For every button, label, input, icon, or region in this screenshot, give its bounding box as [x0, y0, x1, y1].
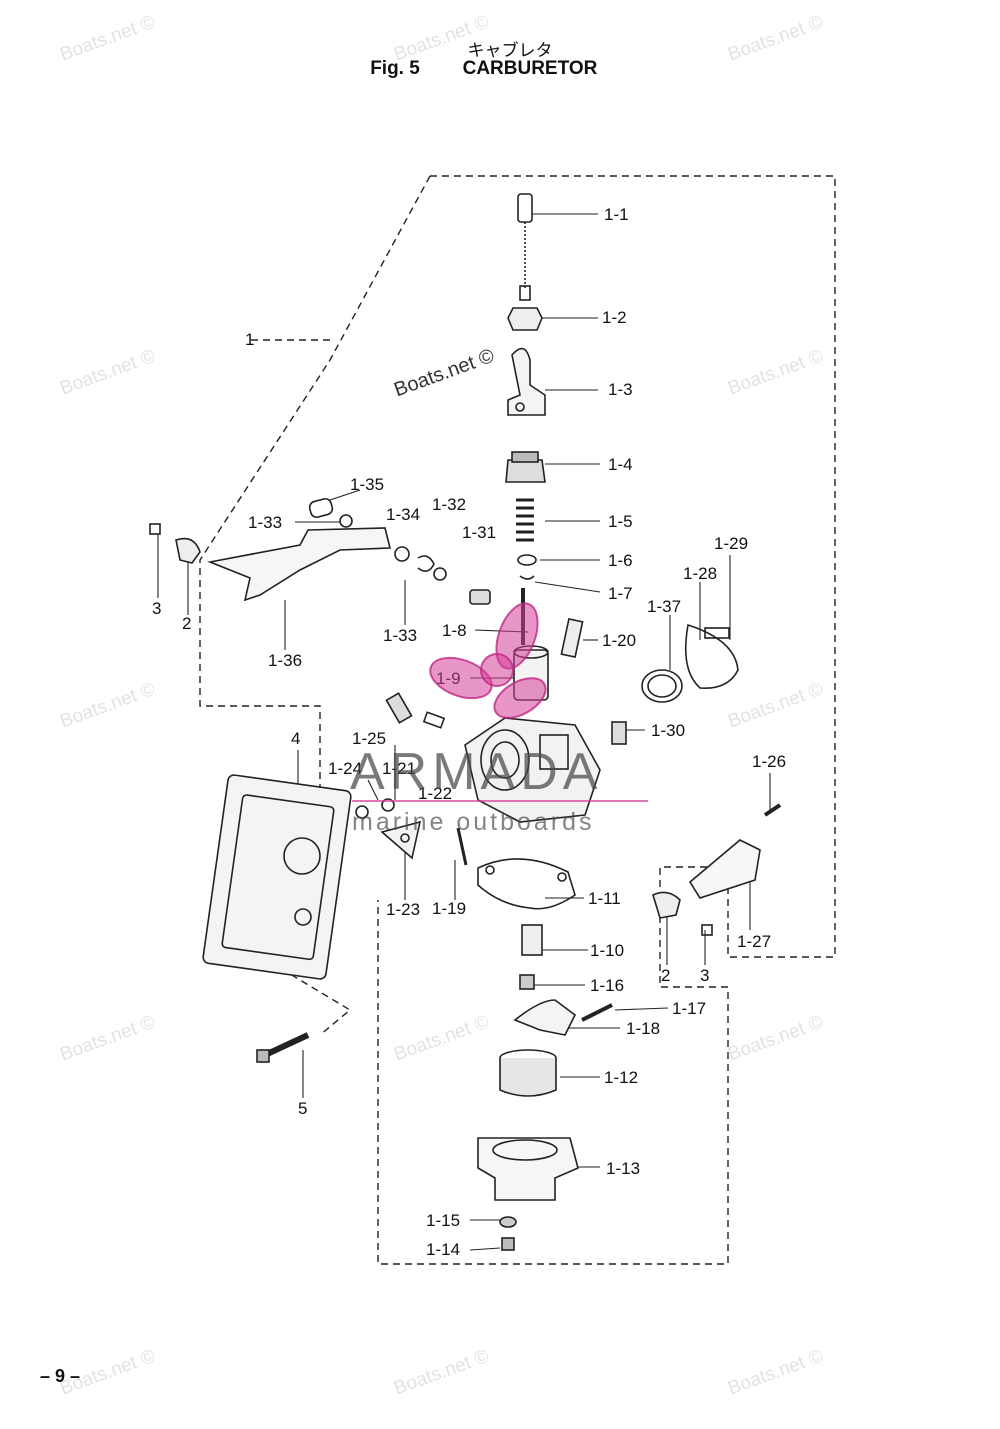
- part-screw-1-31: [469, 589, 491, 605]
- callout-1-32: 1-32: [432, 495, 467, 514]
- callout-1-25: 1-25: [352, 729, 387, 748]
- callout-1-13: 1-13: [606, 1159, 641, 1178]
- callout-1-11: 1-11: [588, 889, 621, 908]
- part-knob-right: [652, 891, 713, 936]
- part-main-jet-holder: [521, 924, 543, 956]
- callout-1-33-bottom: 1-33: [383, 626, 418, 645]
- part-pilot-screw: [385, 692, 446, 729]
- part-bracket: [507, 347, 546, 416]
- callout-4: 4: [291, 729, 301, 748]
- figure-title-japanese: キャブレタ: [467, 41, 553, 61]
- callout-1-30: 1-30: [651, 721, 686, 740]
- callout-3-right: 3: [700, 966, 710, 985]
- callout-1-7: 1-7: [608, 584, 633, 603]
- callout-1-3: 1-3: [608, 380, 633, 399]
- part-retainer: [517, 554, 537, 580]
- callout-3-left: 3: [152, 599, 162, 618]
- callout-1-18: 1-18: [626, 1019, 661, 1038]
- callout-1-28: 1-28: [683, 564, 718, 583]
- part-float-arm: [513, 999, 577, 1036]
- part-washer: [355, 798, 395, 819]
- part-pin: [581, 1003, 613, 1022]
- part-float: [499, 1049, 557, 1097]
- callout-1-12: 1-12: [604, 1068, 639, 1087]
- callout-5: 5: [298, 1099, 308, 1118]
- callout-1-14: 1-14: [426, 1240, 461, 1259]
- part-drain-screw: [499, 1216, 517, 1251]
- page-number: – 9 –: [40, 1366, 81, 1386]
- part-choke-lever: [207, 527, 392, 602]
- callout-2-right: 2: [661, 966, 671, 985]
- part-main-jet: [519, 974, 535, 990]
- callout-1-1: 1-1: [604, 205, 629, 224]
- propeller-logo-icon: [429, 602, 547, 719]
- callout-1-33-top: 1-33: [248, 513, 283, 532]
- leader-lines: [157, 213, 771, 1251]
- part-throttle-lever: [380, 820, 422, 860]
- part-throttle-cable-adjuster: [517, 193, 533, 301]
- part-nut: [507, 307, 543, 331]
- part-gasket: [477, 858, 576, 910]
- callout-1: 1: [245, 330, 255, 349]
- callout-1-35: 1-35: [350, 475, 385, 494]
- part-o-ring: [641, 669, 683, 703]
- callout-1-21: 1-21: [382, 759, 417, 778]
- brand-tagline: marine outboards: [352, 808, 595, 836]
- callout-1-36: 1-36: [268, 651, 303, 670]
- part-screw: [611, 721, 627, 745]
- callout-1-24: 1-24: [328, 759, 363, 778]
- part-fuel-inlet: [560, 617, 584, 659]
- callout-2-left: 2: [182, 614, 192, 633]
- callout-1-17: 1-17: [672, 999, 707, 1018]
- figure-title: CARBURETOR: [462, 58, 598, 79]
- part-spring: [516, 498, 534, 542]
- part-float-chamber: [477, 1137, 579, 1201]
- brand-logo-text: ARMADA: [350, 743, 603, 801]
- callout-1-29: 1-29: [714, 534, 749, 553]
- callout-1-26: 1-26: [752, 752, 787, 771]
- callout-1-16: 1-16: [590, 976, 625, 995]
- callout-1-37: 1-37: [647, 597, 682, 616]
- callout-1-22: 1-22: [418, 784, 453, 803]
- callout-1-8: 1-8: [442, 621, 467, 640]
- part-knob-left: [149, 523, 201, 564]
- figure-number: Fig. 5: [370, 58, 420, 79]
- part-link-rod: [688, 803, 782, 899]
- part-clamp: [684, 623, 739, 689]
- part-collar: [308, 497, 353, 528]
- callout-1-10: 1-10: [590, 941, 625, 960]
- callout-1-5: 1-5: [608, 512, 633, 531]
- callout-1-34: 1-34: [386, 505, 421, 524]
- part-air-silencer: [202, 774, 352, 980]
- callout-1-31: 1-31: [462, 523, 497, 542]
- callout-1-20: 1-20: [602, 631, 637, 650]
- callout-1-15: 1-15: [426, 1211, 461, 1230]
- part-circlip: [394, 546, 447, 581]
- part-pin-small: [456, 827, 468, 866]
- part-bolt: [256, 1032, 310, 1063]
- callout-1-23: 1-23: [386, 900, 421, 919]
- callout-1-4: 1-4: [608, 455, 633, 474]
- part-cap: [505, 451, 546, 483]
- callout-1-6: 1-6: [608, 551, 633, 570]
- callout-1-2: 1-2: [602, 308, 627, 327]
- callout-1-27: 1-27: [737, 932, 772, 951]
- part-carburetor-body: [464, 717, 601, 823]
- brand-divider: [352, 800, 648, 802]
- callout-1-19: 1-19: [432, 899, 467, 918]
